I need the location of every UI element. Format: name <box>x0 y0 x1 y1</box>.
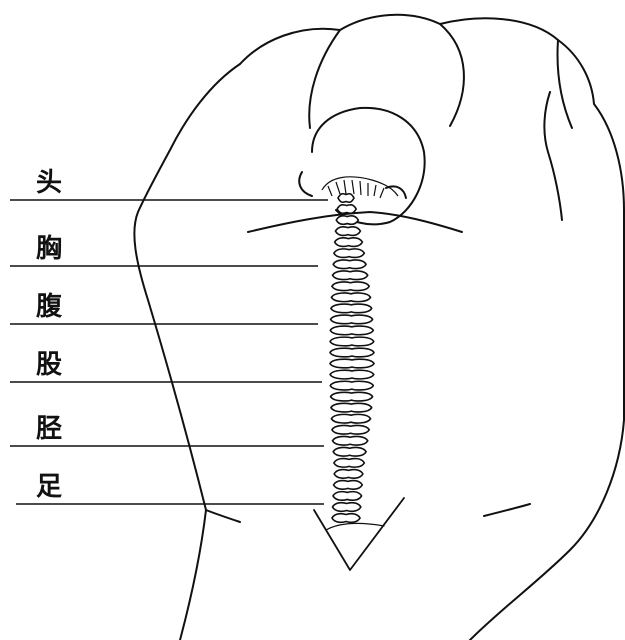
finger-2 <box>440 24 464 126</box>
vertebra <box>334 459 364 468</box>
label-foot: 足 <box>36 472 62 502</box>
finger-3 <box>558 40 572 128</box>
vertebra <box>331 304 372 313</box>
vertebra <box>331 293 370 302</box>
hand-left-edge <box>134 64 240 640</box>
label-abdomen: 腹 <box>36 292 62 322</box>
vertebra <box>338 194 354 203</box>
fist-outline <box>240 15 624 640</box>
vertebra <box>331 403 372 412</box>
label-head: 头 <box>36 168 62 198</box>
thumb-nail <box>386 186 406 198</box>
vertebra <box>334 249 364 258</box>
vertebra <box>330 326 373 335</box>
vertebra <box>333 448 366 457</box>
vertebra <box>331 392 373 401</box>
spine <box>330 194 374 523</box>
wrist-crease-right <box>484 504 530 516</box>
vertebra <box>337 205 356 214</box>
thumb <box>312 108 425 225</box>
vertebra <box>331 414 370 423</box>
vertebra <box>332 514 360 523</box>
vertebra <box>335 238 363 247</box>
vertebra <box>333 260 366 269</box>
vertebra <box>335 227 360 236</box>
vertebra <box>333 492 362 501</box>
spine-base-arc <box>326 523 384 530</box>
label-shin: 胫 <box>36 414 62 444</box>
vertebra <box>333 271 368 280</box>
vertebra <box>333 503 361 512</box>
finger-1 <box>309 30 340 128</box>
vertebra <box>330 370 374 379</box>
label-chest: 胸 <box>36 234 62 264</box>
vertebra <box>330 359 374 368</box>
vertebra <box>336 216 358 225</box>
vertebra <box>332 282 369 291</box>
vertebra <box>330 381 373 390</box>
thumb-side <box>299 172 312 196</box>
vertebra <box>331 315 373 324</box>
vertebra <box>334 470 363 479</box>
vertebra <box>330 337 374 346</box>
vertebra <box>332 436 367 445</box>
vertebra <box>332 425 369 434</box>
finger-4-crease <box>544 92 562 220</box>
vertebra <box>334 481 363 490</box>
vertebra <box>330 348 374 357</box>
label-thigh: 股 <box>36 350 62 380</box>
wrist-crease-left <box>206 510 240 522</box>
